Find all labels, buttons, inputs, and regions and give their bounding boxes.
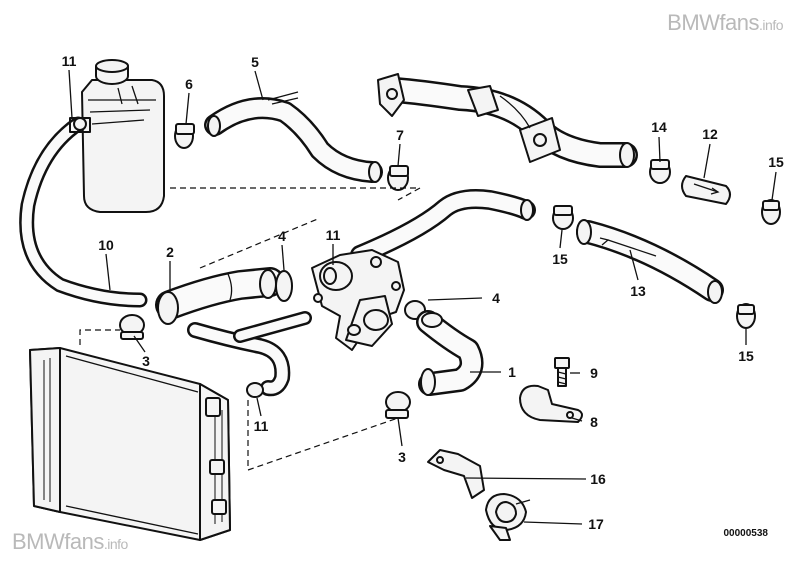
hose-clamp-15-upper — [761, 199, 781, 225]
callout-17: 17 — [588, 516, 604, 532]
hose-clamp-3-lower — [385, 391, 411, 419]
callout-12: 12 — [702, 126, 718, 142]
water-pump-thermostat-housing — [311, 249, 405, 351]
expansion-tank — [81, 59, 165, 213]
callout-3-bottom: 3 — [398, 449, 406, 465]
coolant-pipe-upper — [377, 73, 638, 168]
assembly-dash-lines — [79, 187, 421, 471]
overflow-hose — [19, 116, 148, 308]
hose-1 — [416, 310, 484, 396]
hose-clamp-15-lower — [736, 303, 756, 329]
radiator — [29, 347, 231, 541]
callout-15-middle: 15 — [552, 251, 568, 267]
watermark-top-suffix: .info — [759, 17, 783, 33]
callout-4-right: 4 — [492, 290, 500, 306]
watermark-top: BMWfans.info — [667, 10, 783, 36]
hose-clamp-7 — [387, 165, 409, 191]
diagram-code: 00000538 — [724, 528, 769, 539]
hose-lower-branch — [187, 311, 312, 397]
callout-11-bottom: 11 — [254, 418, 269, 434]
callout-10: 10 — [98, 237, 114, 253]
hose-clamp-6 — [174, 123, 195, 149]
bolt-9 — [554, 357, 570, 387]
callout-labels: 11 6 5 7 10 2 4 11 4 1 3 3 11 15 13 14 1… — [62, 53, 784, 539]
callout-16: 16 — [590, 471, 606, 487]
callout-8: 8 — [590, 414, 598, 430]
hose-clamp-4-left — [275, 270, 293, 302]
watermark-top-brand: BMWfans — [667, 10, 760, 35]
callout-2: 2 — [166, 244, 174, 260]
hose-13 — [576, 219, 724, 304]
clip-17 — [485, 493, 531, 541]
callout-9: 9 — [590, 365, 598, 381]
hose-clamp-15-middle — [552, 205, 574, 230]
callout-15-upper: 15 — [768, 154, 784, 170]
hose-5 — [204, 91, 383, 183]
callout-11-top: 11 — [62, 53, 77, 69]
callout-6: 6 — [185, 76, 193, 92]
hose-clamp-3-upper — [119, 314, 145, 340]
hose-upper-middle — [350, 189, 536, 265]
callout-11-middle: 11 — [326, 227, 341, 243]
watermark-bottom-suffix: .info — [103, 536, 128, 552]
hose-2 — [155, 267, 285, 325]
watermark-bottom: BMWfans.info — [12, 529, 128, 555]
small-clamp-tank — [69, 117, 91, 133]
callout-7: 7 — [396, 127, 404, 143]
leader-lines — [68, 69, 777, 525]
callout-3-left: 3 — [142, 353, 150, 369]
watermark-bottom-brand: BMWfans — [12, 529, 104, 554]
hose-12 — [681, 175, 731, 205]
callout-5: 5 — [251, 54, 259, 70]
callout-4-left: 4 — [278, 228, 286, 244]
callout-13: 13 — [630, 283, 646, 299]
hose-clamp-11-bottom — [246, 382, 264, 398]
callout-15-lower: 15 — [738, 348, 754, 364]
bracket-16 — [427, 449, 485, 499]
hose-clamp-14 — [649, 159, 671, 184]
callout-14: 14 — [651, 119, 667, 135]
bracket-8 — [519, 384, 583, 423]
callout-1: 1 — [508, 364, 516, 380]
